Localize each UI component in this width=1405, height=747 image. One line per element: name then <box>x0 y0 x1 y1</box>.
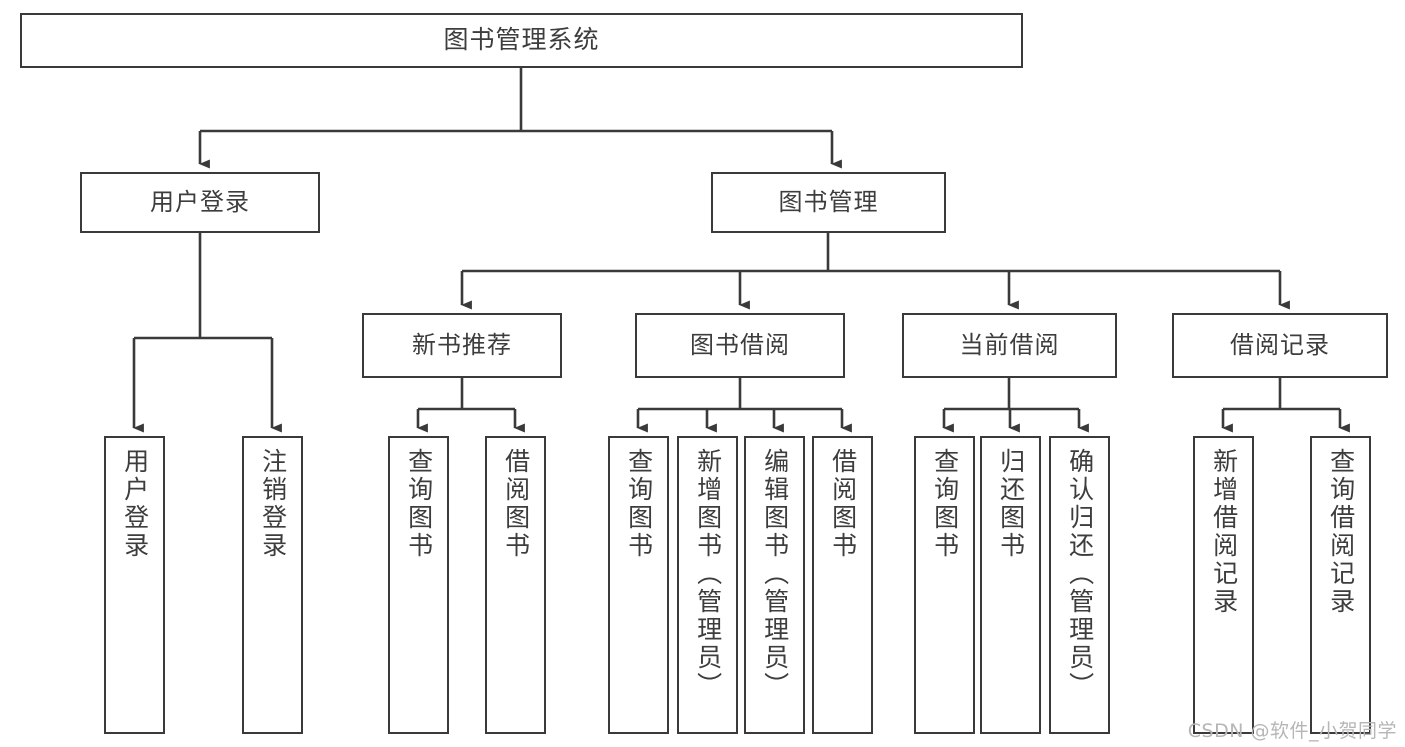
node-leaf-edit-book[interactable]: 编辑图书（管理员） <box>744 436 805 734</box>
node-current-borrow-label: 当前借阅 <box>959 330 1060 359</box>
node-current-borrow[interactable]: 当前借阅 <box>902 313 1117 378</box>
node-leaf-query-book-3[interactable]: 查询图书 <box>914 436 975 734</box>
node-leaf-add-book-label: 新增图书（管理员） <box>693 448 723 700</box>
node-leaf-query-book-1-label: 查询图书 <box>404 448 434 560</box>
node-book-borrow-label: 图书借阅 <box>690 330 790 359</box>
node-borrow-record[interactable]: 借阅记录 <box>1172 313 1388 378</box>
node-leaf-logout-login-label: 注销登录 <box>258 448 288 560</box>
node-leaf-add-record[interactable]: 新增借阅记录 <box>1193 436 1254 734</box>
node-leaf-query-book-3-label: 查询图书 <box>930 448 960 560</box>
node-book-management-label: 图书管理 <box>778 187 879 216</box>
node-user-login[interactable]: 用户登录 <box>80 172 320 233</box>
node-root[interactable]: 图书管理系统 <box>20 13 1023 68</box>
node-leaf-user-login[interactable]: 用户登录 <box>104 436 165 734</box>
node-leaf-return-book-label: 归还图书 <box>996 448 1026 560</box>
node-borrow-record-label: 借阅记录 <box>1230 330 1330 359</box>
node-new-book-recommend[interactable]: 新书推荐 <box>362 313 562 378</box>
node-leaf-borrow-book-1-label: 借阅图书 <box>501 448 531 560</box>
node-leaf-confirm-return[interactable]: 确认归还（管理员） <box>1049 436 1110 734</box>
node-leaf-return-book[interactable]: 归还图书 <box>980 436 1041 734</box>
node-leaf-confirm-return-label: 确认归还（管理员） <box>1065 448 1095 700</box>
node-leaf-query-book-1[interactable]: 查询图书 <box>388 436 449 734</box>
node-book-borrow[interactable]: 图书借阅 <box>635 313 845 378</box>
node-leaf-query-record-label: 查询借阅记录 <box>1326 448 1356 616</box>
node-leaf-borrow-book-2[interactable]: 借阅图书 <box>812 436 873 734</box>
node-leaf-logout-login[interactable]: 注销登录 <box>242 436 303 734</box>
node-new-book-recommend-label: 新书推荐 <box>412 330 512 359</box>
node-leaf-add-record-label: 新增借阅记录 <box>1209 448 1239 616</box>
node-leaf-query-record[interactable]: 查询借阅记录 <box>1310 436 1371 734</box>
node-leaf-add-book[interactable]: 新增图书（管理员） <box>677 436 738 734</box>
watermark: CSDN @软件_小贺同学 <box>1187 720 1397 742</box>
node-leaf-borrow-book-2-label: 借阅图书 <box>828 448 858 560</box>
node-leaf-edit-book-label: 编辑图书（管理员） <box>760 448 790 700</box>
node-leaf-query-book-2-label: 查询图书 <box>624 448 654 560</box>
node-leaf-borrow-book-1[interactable]: 借阅图书 <box>485 436 546 734</box>
node-book-management[interactable]: 图书管理 <box>711 172 946 233</box>
node-root-label: 图书管理系统 <box>443 25 600 55</box>
node-leaf-query-book-2[interactable]: 查询图书 <box>608 436 669 734</box>
node-user-login-label: 用户登录 <box>150 187 250 216</box>
node-leaf-user-login-label: 用户登录 <box>120 448 150 560</box>
